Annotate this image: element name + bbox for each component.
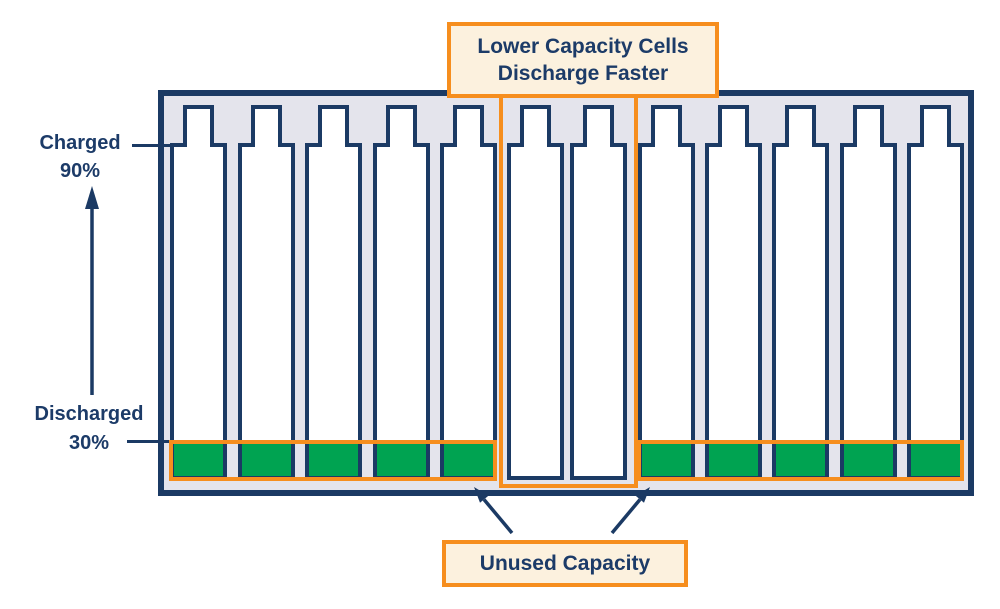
cell-remaining-charge-fill: [309, 444, 358, 476]
lower-capacity-callout-line1: Lower Capacity Cells: [477, 35, 689, 58]
cell-terminal-nub: [583, 105, 614, 147]
discharged-label-text: Discharged: [34, 403, 144, 425]
cell-remaining-charge-fill: [377, 444, 426, 476]
discharged-pointer-line: [127, 440, 169, 443]
charged-level-label: Charged 90%: [24, 129, 136, 185]
charged-pointer-line: [132, 144, 170, 147]
battery-cell-charged: [373, 105, 430, 480]
cell-terminal-nub: [920, 105, 951, 147]
cell-remaining-charge-fill: [776, 444, 825, 476]
cell-terminal-nub: [318, 105, 349, 147]
battery-cell-charged: [772, 105, 829, 480]
battery-cell-charged: [170, 105, 227, 480]
battery-cell-charged: [238, 105, 295, 480]
lower-capacity-callout: Lower Capacity Cells Discharge Faster: [447, 22, 719, 98]
battery-cell-charged: [705, 105, 762, 480]
battery-cell-charged: [907, 105, 964, 480]
discharged-level-label: Discharged 30%: [14, 400, 164, 458]
battery-cell-charged: [305, 105, 362, 480]
cell-terminal-nub: [718, 105, 749, 147]
battery-cell-low-capacity: [570, 105, 627, 480]
cell-terminal-nub: [520, 105, 551, 147]
cell-terminal-nub: [386, 105, 417, 147]
cell-remaining-charge-fill: [242, 444, 291, 476]
battery-cell-charged: [440, 105, 497, 480]
cell-remaining-charge-fill: [844, 444, 893, 476]
battery-cell-charged: [840, 105, 897, 480]
charged-label-text: Charged: [39, 132, 121, 154]
battery-cell-charged: [638, 105, 695, 480]
cell-remaining-charge-fill: [709, 444, 758, 476]
cell-terminal-nub: [183, 105, 214, 147]
cell-remaining-charge-fill: [911, 444, 960, 476]
cell-remaining-charge-fill: [174, 444, 223, 476]
discharged-value-text: 30%: [68, 432, 110, 454]
cell-terminal-nub: [251, 105, 282, 147]
lower-capacity-callout-line2: Discharge Faster: [497, 62, 669, 85]
charged-value-text: 90%: [59, 160, 101, 182]
battery-cell-low-capacity: [507, 105, 564, 480]
unused-capacity-callout-label: Unused Capacity: [479, 551, 651, 575]
cell-terminal-nub: [651, 105, 682, 147]
cell-terminal-nub: [853, 105, 884, 147]
cell-terminal-nub: [453, 105, 484, 147]
unused-capacity-callout: Unused Capacity: [442, 540, 688, 587]
cell-remaining-charge-fill: [444, 444, 493, 476]
cell-remaining-charge-fill: [642, 444, 691, 476]
cell-terminal-nub: [785, 105, 816, 147]
